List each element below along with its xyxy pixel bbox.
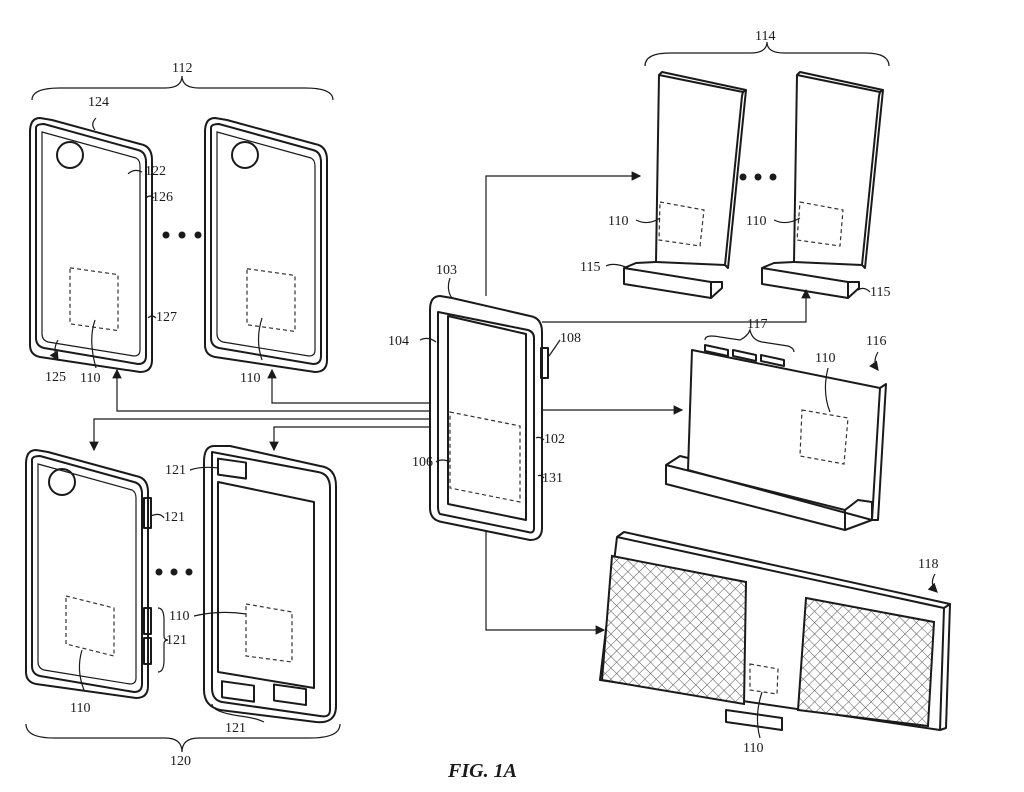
- label-110-h: 110: [169, 609, 189, 624]
- label-121-d: 121: [225, 721, 246, 736]
- label-108: 108: [560, 331, 581, 346]
- charging-mat-118: 110 118: [599, 531, 951, 756]
- label-121-b: 121: [166, 633, 187, 648]
- wireless-module-110: [246, 268, 296, 333]
- dock-116: 117 110 116: [665, 317, 887, 531]
- label-102: 102: [544, 432, 565, 447]
- connection-arrows: [89, 171, 811, 635]
- camera-hole: [231, 141, 259, 169]
- stand-2: 110 115: [746, 71, 890, 300]
- feature-121: [143, 637, 152, 665]
- camera-hole: [56, 141, 84, 169]
- wireless-module-110: [658, 201, 705, 247]
- feature-121: [273, 683, 307, 707]
- label-125: 125: [45, 370, 66, 385]
- feature-121: [217, 457, 247, 480]
- stand-1: 110 115: [580, 71, 747, 299]
- label-117: 117: [747, 317, 767, 332]
- accessory-2: 110 121 121: [165, 445, 337, 736]
- label-126: 126: [152, 190, 173, 205]
- case-1: 124 122 126 127 125 110: [29, 95, 177, 386]
- label-106: 106: [412, 455, 433, 470]
- label-115-b: 115: [870, 285, 890, 300]
- accessory-1: 110 121 121: [25, 449, 187, 716]
- label-118: 118: [918, 557, 938, 572]
- camera-hole: [48, 468, 76, 496]
- brace-114: [644, 41, 890, 67]
- label-124: 124: [88, 95, 109, 110]
- label-116: 116: [866, 334, 886, 349]
- ellipsis-stands: [739, 173, 777, 181]
- case-2: 110: [204, 117, 328, 386]
- feature-121: [143, 497, 152, 529]
- label-103: 103: [436, 263, 457, 278]
- charging-pad-left: [600, 554, 748, 706]
- stand-group-114: 114 110 115 110 115: [580, 29, 890, 300]
- button-108: [540, 347, 549, 379]
- wireless-module-106: [449, 411, 521, 503]
- label-104: 104: [388, 334, 409, 349]
- brace-112: [31, 75, 334, 101]
- feature-121: [143, 607, 152, 635]
- dock-connectors-117: [704, 344, 785, 367]
- ellipsis-accessories: [155, 568, 193, 576]
- label-127: 127: [156, 310, 177, 325]
- electronic-device-102: 103 104 108 102 106 131: [388, 263, 581, 541]
- label-110-g: 110: [70, 701, 90, 716]
- display: [447, 315, 527, 521]
- wireless-module-110: [749, 663, 779, 695]
- label-120: 120: [170, 754, 191, 769]
- label-110-f: 110: [743, 741, 763, 756]
- feature-121: [221, 680, 255, 703]
- label-110-e: 110: [815, 351, 835, 366]
- label-110-a: 110: [80, 371, 100, 386]
- label-110-d: 110: [746, 214, 766, 229]
- accessory-group-120: 110 121 121 110 121 121 120: [25, 445, 341, 769]
- brace-120: [25, 723, 341, 753]
- label-110-b: 110: [240, 371, 260, 386]
- label-121-a: 121: [164, 510, 185, 525]
- charging-pad-right: [796, 596, 936, 728]
- label-121-c: 121: [165, 463, 186, 478]
- label-122: 122: [145, 164, 166, 179]
- figure-caption: FIG. 1A: [447, 760, 517, 782]
- display-opening: [217, 481, 315, 689]
- wireless-module-110: [799, 409, 849, 465]
- wireless-module-110: [796, 201, 844, 247]
- case-group-112: 112 124 122 126 127 125 110: [29, 61, 334, 386]
- label-110-c: 110: [608, 214, 628, 229]
- label-131: 131: [542, 471, 563, 486]
- label-115-a: 115: [580, 260, 600, 275]
- wireless-module-110: [65, 595, 115, 657]
- label-112: 112: [172, 61, 192, 76]
- wireless-module-110: [69, 267, 119, 332]
- ellipsis-cases: [162, 231, 202, 239]
- label-114: 114: [755, 29, 775, 44]
- wireless-module-110: [245, 603, 293, 663]
